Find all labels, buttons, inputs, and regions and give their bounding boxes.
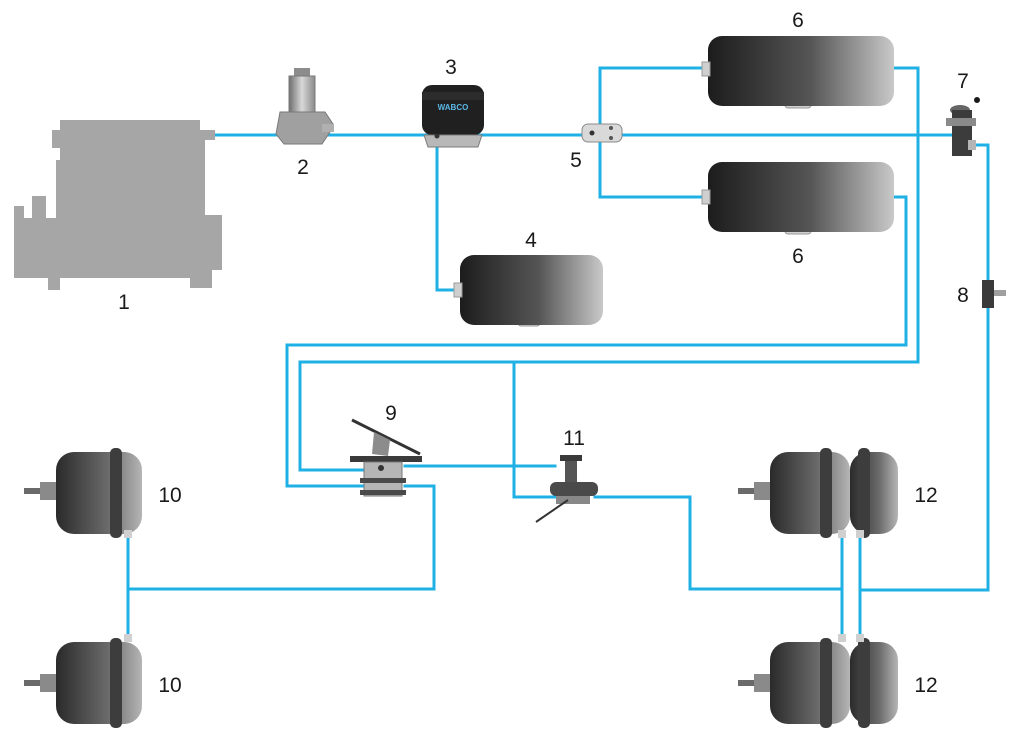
- label-pressure-regulator: 2: [297, 156, 309, 179]
- engine-compressor: [14, 120, 222, 290]
- relay-valve: [982, 280, 1006, 308]
- pipe-branch-hand-brake: [512, 360, 557, 499]
- front-brake-chamber-bottom: [24, 634, 142, 728]
- air-dryer: WABCO: [422, 85, 484, 148]
- front-brake-chamber-top: [24, 448, 142, 538]
- engine-block: [14, 120, 222, 290]
- label-rear-chamber-bottom: 12: [914, 674, 937, 697]
- label-relay-valve: 8: [957, 284, 969, 307]
- label-tank-bottom: 6: [792, 245, 804, 268]
- label-air-dryer: 3: [445, 56, 457, 79]
- label-tank-top: 6: [792, 9, 804, 32]
- pipe-upper-tank-outlet: [298, 66, 920, 472]
- pipe-dryer-to-regen-tank: [435, 143, 460, 292]
- hand-brake-valve: [535, 455, 598, 523]
- label-parking-valve: 7: [957, 70, 969, 93]
- foot-brake-valve: [350, 418, 422, 497]
- protection-valve: [581, 123, 623, 143]
- pipe-parking-to-rear-chambers: [858, 143, 990, 642]
- label-front-chamber-top: 10: [158, 484, 181, 507]
- pipe-to-front-chambers: [126, 484, 436, 642]
- air-tank-upper: [701, 36, 894, 109]
- parking-valve: [946, 97, 980, 156]
- label-front-chamber-bottom: 10: [158, 674, 181, 697]
- pipe-to-rear-chambers: [593, 495, 844, 642]
- air-tank-lower: [701, 162, 894, 235]
- label-protection-valve: 5: [570, 149, 582, 172]
- regen-tank: [453, 255, 603, 327]
- label-engine: 1: [118, 291, 130, 314]
- label-hand-brake-valve: 11: [563, 427, 585, 450]
- rear-brake-chamber-top: [738, 448, 898, 538]
- pipe-lower-tank-outlet: [285, 195, 908, 488]
- pressure-regulator: [275, 68, 334, 145]
- pipe-network: [126, 66, 990, 642]
- label-regen-tank: 4: [525, 229, 537, 252]
- pipe-valve-to-upper-tank: [598, 66, 710, 137]
- pipe-valve-to-lower-tank: [598, 133, 710, 199]
- dryer-brand-label: WABCO: [438, 103, 469, 112]
- label-foot-brake-valve: 9: [385, 402, 397, 425]
- rear-brake-chamber-bottom: [738, 634, 898, 728]
- label-rear-chamber-top: 12: [914, 484, 937, 507]
- component-labels: 1 2 3 4 5 6 6 7 8 9 10 10 11 12 12: [118, 9, 969, 697]
